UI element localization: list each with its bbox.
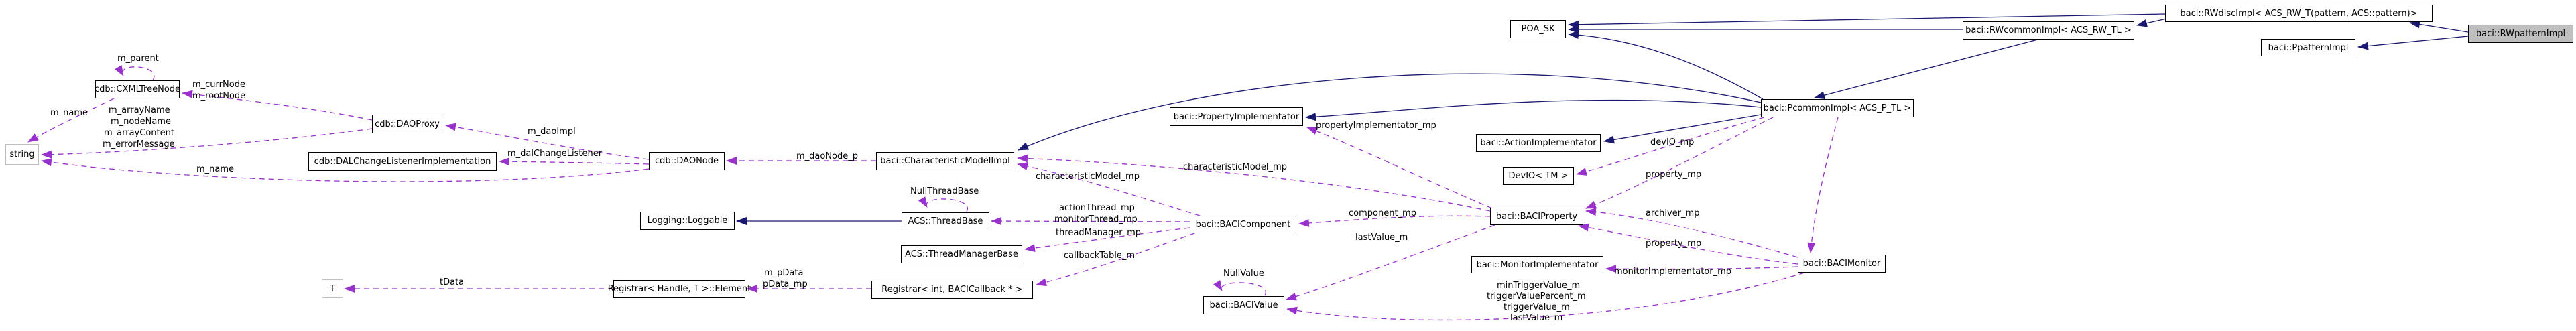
edge-bacicomponent-to-threadmanagerbase — [1024, 227, 1190, 252]
node-baci-rwpatternimpl: baci::RWpatternImpl — [2468, 25, 2573, 43]
node-baci-baciproperty[interactable]: baci::BACIProperty — [1490, 208, 1583, 225]
edge-label-lastvalue-m-1: lastValue_m — [1355, 233, 1408, 243]
node-baci-actionimplementator[interactable]: baci::ActionImplementator — [1476, 134, 1601, 152]
edge-label-pdata-mp: pData_mp — [763, 279, 808, 289]
edge-pcommon-to-charmodel — [1018, 73, 1762, 151]
edge-label-m-daoimpl: m_daoImpl — [528, 127, 576, 137]
node-baci-rwdiscimpl[interactable]: baci::RWdiscImpl< ACS_RW_T(pattern, ACS:… — [2165, 5, 2433, 22]
edge-label-m-arrayname: m_arrayName — [109, 105, 170, 115]
node-string[interactable]: string — [5, 144, 39, 165]
edge-label-m-dalchangelistener: m_dalChangeListener — [507, 149, 603, 159]
edge-rwdisc-to-poask — [1568, 13, 2166, 29]
node-devio-tm[interactable]: DevIO< TM > — [1503, 167, 1574, 185]
edge-daoproxy-to-cxml — [182, 90, 373, 121]
edge-label-m-currnode: m_currNode — [192, 80, 245, 90]
node-poa-sk[interactable]: POA_SK — [1510, 20, 1566, 38]
node-cdb-daonode[interactable]: cdb::DAONode — [649, 152, 725, 170]
edge-label-monitorthread-mp: monitorThread_mp — [1054, 214, 1138, 224]
edge-daonode-to-daoproxy — [445, 123, 650, 160]
edge-threadbase-self-nullthreadbase — [918, 196, 969, 212]
edge-label-nullvalue: NullValue — [1223, 269, 1264, 279]
node-cdb-daoproxy[interactable]: cdb::DAOProxy — [372, 115, 442, 133]
edge-label-characteristicmodel-mp-1: characteristicModel_mp — [1036, 172, 1140, 182]
edge-label-m-name-upper: m_name — [50, 108, 88, 118]
edge-label-mintriggervalue-m: minTriggerValue_m — [1497, 281, 1581, 291]
edge-cxml-to-string — [27, 98, 115, 143]
edge-label-component-mp: component_mp — [1349, 208, 1416, 218]
edge-baciproperty-to-charmodel — [1017, 154, 1491, 212]
edge-label-m-parent: m_parent — [117, 54, 159, 64]
edge-label-tdata: tData — [440, 277, 465, 287]
edge-daonode-to-dalchangelistener — [499, 157, 650, 166]
node-acs-threadmanagerbase[interactable]: ACS::ThreadManagerBase — [901, 245, 1022, 263]
edge-label-triggervalue-m: triggerValue_m — [1504, 302, 1570, 312]
edge-bacicomponent-to-threadbase — [991, 217, 1190, 226]
edge-label-propertyimplementator-mp: propertyImplementator_mp — [1316, 121, 1436, 131]
edge-pcommon-to-propertyimplementator — [1305, 99, 1762, 121]
edge-bacicomponent-to-registrar-int — [1036, 233, 1195, 287]
edge-label-threadmanager-mp: threadManager_mp — [1056, 228, 1142, 238]
edge-pcommon-to-poask — [1568, 31, 1764, 100]
edge-label-characteristicmodel-mp-2: characteristicModel_mp — [1183, 162, 1287, 172]
edge-label-m-nodename: m_nodeName — [111, 117, 171, 127]
edge-label-triggervaluepercent-m: triggerValuePercent_m — [1487, 291, 1586, 302]
edge-daonode-to-string — [41, 158, 650, 182]
node-baci-rwcommonimpl[interactable]: baci::RWcommonImpl< ACS_RW_TL > — [1963, 21, 2134, 40]
edge-bacimonitor-to-baciproperty-archiver — [1585, 208, 1798, 258]
edge-bacivalue-self-nullvalue — [1213, 280, 1266, 296]
edge-rwpattern-to-rwdisc — [2409, 20, 2469, 33]
edge-label-property-mp-upper: property_mp — [1646, 170, 1702, 180]
edge-baciproperty-to-bacicomponent — [1298, 215, 1491, 227]
edge-pcommon-to-actionimplementator — [1603, 114, 1762, 144]
edge-label-lastvalue-m-2: lastValue_m — [1510, 313, 1563, 323]
edge-cxml-self-m-parent — [115, 65, 155, 81]
edge-label-m-pdata: m_pData — [764, 268, 804, 278]
node-baci-bacicomponent[interactable]: baci::BACIComponent — [1190, 216, 1296, 233]
edge-pcommon-to-bacimonitor — [1807, 117, 1839, 253]
node-baci-ppatternimpl[interactable]: baci::PpatternImpl — [2261, 39, 2355, 56]
edge-label-callbacktable-m: callbackTable_m — [1064, 251, 1136, 261]
edge-bacimonitor-to-monitorimplementator — [1605, 265, 1798, 273]
edge-bacimonitor-to-baciproperty-property — [1578, 223, 1798, 265]
node-cdb-cxmltreenode[interactable]: cdb::CXMLTreeNode — [95, 80, 180, 98]
node-t[interactable]: T — [322, 279, 343, 298]
edge-baciproperty-to-propertyimplementator — [1306, 127, 1493, 209]
node-registrar-int-bacicallback[interactable]: Registrar< int, BACICallback * > — [871, 281, 1033, 299]
edge-baciproperty-to-bacivalue — [1286, 224, 1495, 301]
edge-label-m-rootnode: m_rootNode — [192, 91, 246, 101]
node-baci-pcommonimpl[interactable]: baci::PcommonImpl< ACS_P_TL > — [1761, 99, 1914, 117]
node-registrar-handle-t-element[interactable]: Registrar< Handle, T >::Element — [608, 280, 751, 298]
edge-label-archiver-mp: archiver_mp — [1646, 208, 1700, 218]
edge-daoproxy-to-string — [41, 128, 373, 159]
node-baci-characteristicmodelimpl[interactable]: baci::CharacteristicModelImpl — [876, 152, 1014, 170]
edge-label-nullthreadbase: NullThreadBase — [910, 186, 979, 196]
edge-bacicomponent-to-charmodel — [1017, 162, 1201, 216]
edge-label-m-name-lower: m_name — [196, 164, 235, 174]
edge-label-m-daonode-p: m_daoNode_p — [796, 151, 859, 161]
node-cdb-dalchangelistenerimplementation[interactable]: cdb::DALChangeListenerImplementation — [308, 152, 497, 171]
node-acs-threadbase[interactable]: ACS::ThreadBase — [902, 212, 989, 230]
edge-rwdisc-to-rwcommon — [2136, 18, 2167, 27]
edge-label-monitorimplementator-mp: monitorImplementator_mp — [1614, 267, 1731, 277]
node-baci-propertyimplementator[interactable]: baci::PropertyImplementator — [1170, 107, 1303, 126]
node-logging-loggable[interactable]: Logging::Loggable — [640, 212, 735, 230]
node-baci-bacivalue[interactable]: baci::BACIValue — [1203, 296, 1284, 314]
edge-label-actionthread-mp: actionThread_mp — [1059, 203, 1135, 213]
edge-label-property-mp-lower: property_mp — [1646, 239, 1702, 249]
node-baci-monitorimplementator[interactable]: baci::MonitorImplementator — [1471, 256, 1603, 273]
edge-label-m-arraycontent: m_arrayContent — [104, 128, 174, 138]
edge-pcommon-to-devio — [1576, 117, 1765, 176]
edge-label-devio-mp: devIO_mp — [1650, 137, 1695, 147]
node-baci-bacimonitor[interactable]: baci::BACIMonitor — [1798, 255, 1886, 273]
edge-rwpattern-to-ppattern — [2357, 36, 2469, 50]
edge-bacimonitor-to-bacivalue — [1286, 272, 1805, 321]
edge-label-m-errormessage: m_errorMessage — [103, 139, 175, 149]
edge-rwcommon-to-pcommon — [1814, 39, 2038, 100]
edge-pcommon-to-baciproperty — [1585, 117, 1774, 209]
